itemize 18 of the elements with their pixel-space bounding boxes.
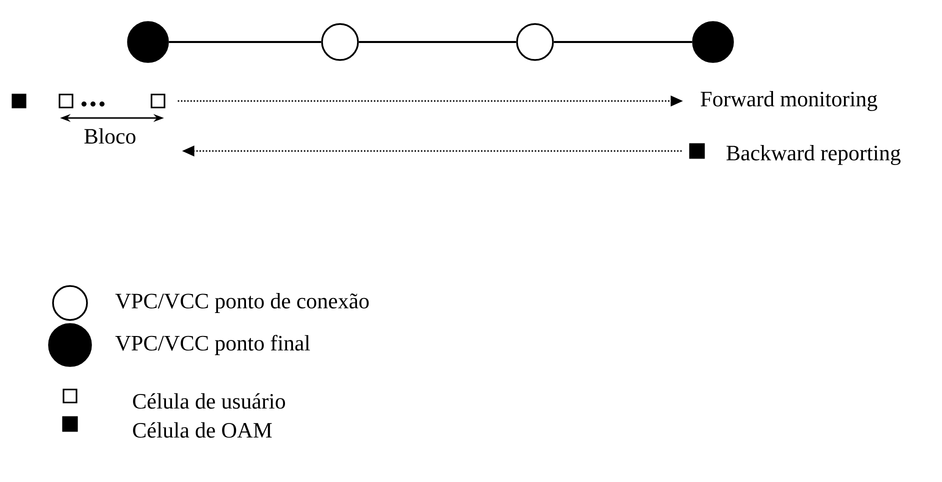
user-cell-square	[150, 94, 166, 108]
legend-text: Célula de usuário	[133, 393, 286, 409]
endpoint-circle	[692, 21, 734, 63]
endpoint-circle	[127, 21, 169, 63]
legend-text: VPC/VCC ponto final	[115, 334, 310, 356]
text-label: Bloco	[84, 128, 136, 144]
connection-point-circle	[516, 23, 554, 61]
user-cell-square	[58, 94, 74, 108]
legend-text: Célula de OAM	[133, 422, 272, 438]
connector-line	[554, 40, 692, 44]
legend-text: VPC/VCC ponto de conexão	[115, 293, 369, 313]
oam-cell-square	[689, 143, 705, 159]
connector-line	[168, 40, 322, 44]
text-label: Backward reporting	[726, 145, 901, 165]
oam-cell-square	[12, 94, 26, 108]
text-label: Forward monitoring	[700, 91, 878, 111]
connector-line	[358, 40, 516, 44]
connection-point-circle	[321, 23, 359, 61]
